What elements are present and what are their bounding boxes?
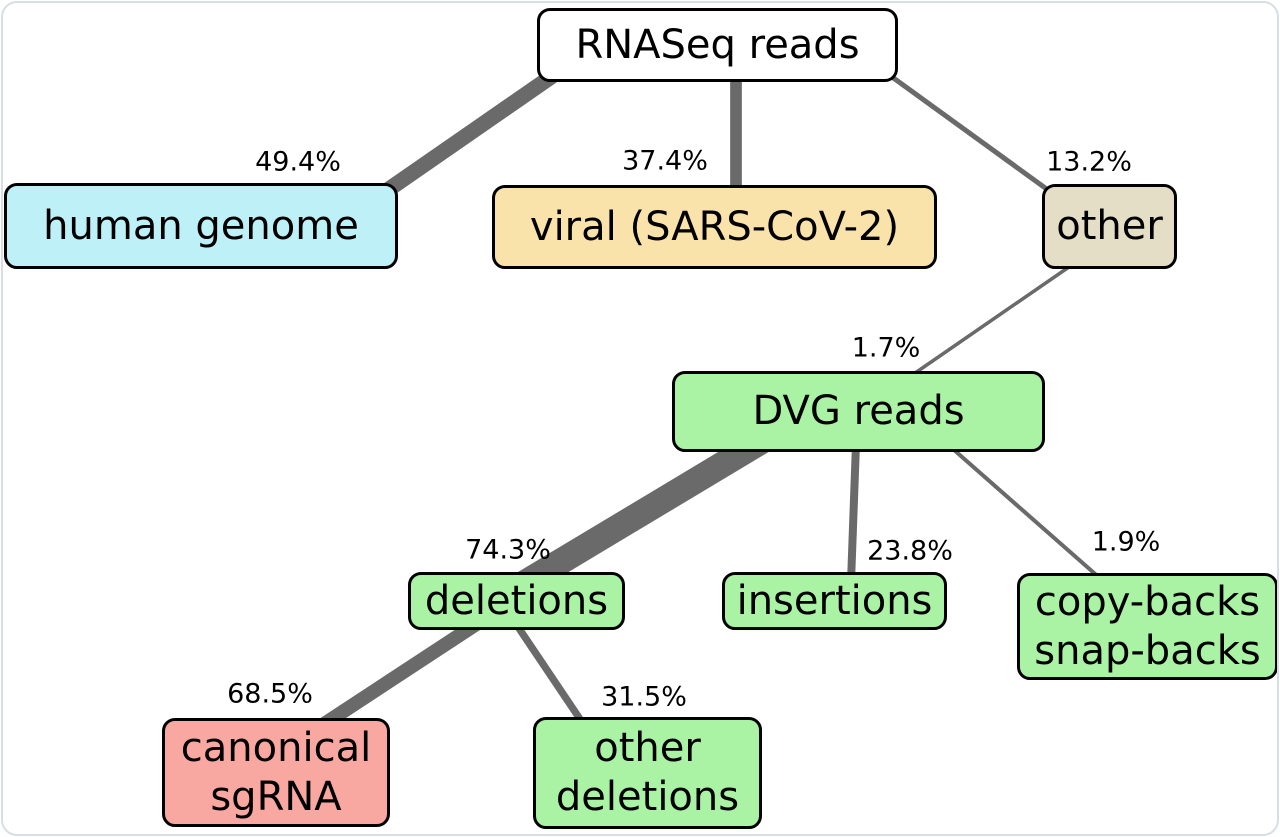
- node-otherdel-label: deletions: [555, 774, 740, 820]
- node-dvg: DVG reads: [672, 371, 1045, 452]
- node-other-label: other: [1056, 203, 1163, 250]
- node-other: other: [1042, 184, 1177, 269]
- edge-label-dvg-insertions: 23.8%: [867, 535, 953, 567]
- edge-dvg-deletions: [493, 418, 787, 610]
- edge-label-rnaseq-other: 13.2%: [1046, 146, 1132, 178]
- node-insertions-label: insertions: [736, 577, 933, 624]
- node-dvg-label: DVG reads: [752, 388, 965, 435]
- node-viral-label: viral (SARS-CoV-2): [529, 203, 900, 250]
- edge-other-dvg: [904, 256, 1083, 382]
- node-rnaseq-label: RNASeq reads: [575, 21, 860, 68]
- edge-label-deletions-otherdel: 31.5%: [601, 681, 687, 713]
- node-insertions: insertions: [722, 572, 947, 630]
- edge-label-dvg-deletions: 74.3%: [465, 534, 551, 566]
- node-rnaseq: RNASeq reads: [537, 8, 898, 82]
- node-copybacks-label: copy-backs: [1034, 578, 1261, 625]
- node-copybacks-label: snap-backs: [1034, 627, 1261, 674]
- node-deletions-label: deletions: [424, 577, 609, 624]
- edge-rnaseq-other: [886, 71, 1050, 193]
- node-deletions: deletions: [408, 572, 625, 630]
- node-canonical-label: canonical: [180, 724, 372, 771]
- node-human-label: human genome: [43, 202, 359, 249]
- node-human: human genome: [4, 183, 398, 269]
- edge-label-rnaseq-viral: 37.4%: [622, 145, 708, 177]
- edge-label-rnaseq-human: 49.4%: [255, 146, 341, 178]
- edge-rnaseq-human: [377, 65, 563, 201]
- edge-label-other-dvg: 1.7%: [851, 332, 921, 364]
- edge-dvg-copybacks: [943, 440, 1104, 582]
- edge-label-deletions-canonical: 68.5%: [227, 678, 313, 710]
- edge-label-dvg-copybacks: 1.9%: [1091, 526, 1161, 558]
- node-canonical-label: sgRNA: [210, 773, 342, 820]
- edge-deletions-otherdel: [504, 609, 592, 734]
- node-viral: viral (SARS-CoV-2): [492, 185, 937, 269]
- node-otherdel-label: other: [594, 725, 701, 772]
- edge-dvg-insertions: [847, 443, 860, 583]
